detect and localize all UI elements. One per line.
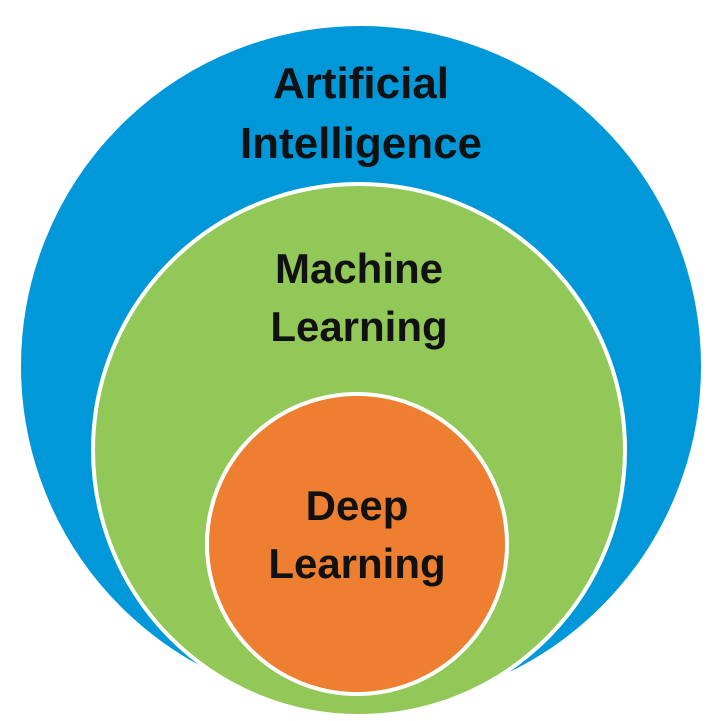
ml-label-line1: Machine — [275, 245, 443, 292]
ai-label-line2: Intelligence — [240, 119, 482, 168]
dl-circle — [205, 392, 509, 696]
dl-label-line1: Deep — [306, 482, 409, 529]
ai-label-line1: Artificial — [273, 59, 449, 108]
dl-circle-group: Deep Learning — [205, 392, 509, 696]
ml-label-line2: Learning — [270, 303, 447, 350]
dl-label-line2: Learning — [268, 540, 445, 587]
